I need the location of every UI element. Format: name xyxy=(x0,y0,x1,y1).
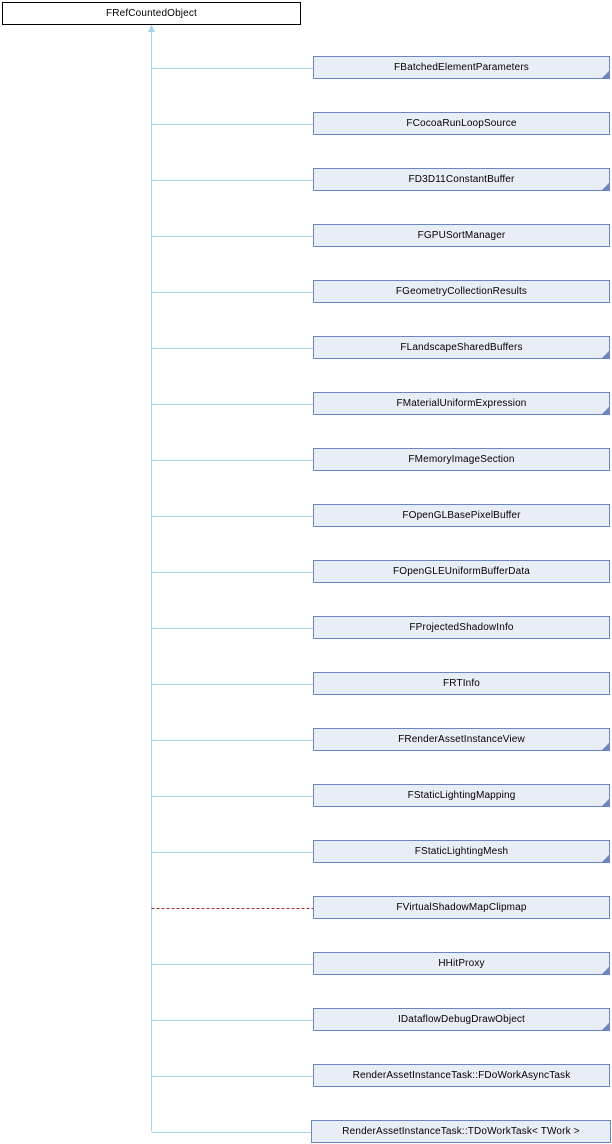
class-node-label: RenderAssetInstanceTask::FDoWorkAsyncTas… xyxy=(352,1070,571,1081)
class-node-label: FCocoaRunLoopSource xyxy=(406,118,517,129)
class-node-label: FProjectedShadowInfo xyxy=(409,622,514,633)
class-node-label: FStaticLightingMapping xyxy=(407,790,516,801)
class-node[interactable]: FMemoryImageSection xyxy=(313,448,610,471)
class-node-label: FRefCountedObject xyxy=(106,8,197,19)
class-node[interactable]: FD3D11ConstantBuffer xyxy=(313,168,610,191)
class-node-label: FLandscapeSharedBuffers xyxy=(400,342,523,353)
class-node[interactable]: FRTInfo xyxy=(313,672,610,695)
class-node-label: FRenderAssetInstanceView xyxy=(398,734,525,745)
class-node-root[interactable]: FRefCountedObject xyxy=(2,2,301,25)
class-node-label: FRTInfo xyxy=(443,678,480,689)
class-node[interactable]: RenderAssetInstanceTask::FDoWorkAsyncTas… xyxy=(313,1064,610,1087)
class-node[interactable]: FMaterialUniformExpression xyxy=(313,392,610,415)
class-node[interactable]: FProjectedShadowInfo xyxy=(313,616,610,639)
class-node[interactable]: FCocoaRunLoopSource xyxy=(313,112,610,135)
class-node[interactable]: FBatchedElementParameters xyxy=(313,56,610,79)
class-node-label: HHitProxy xyxy=(438,958,485,969)
class-node-label: IDataflowDebugDrawObject xyxy=(398,1014,525,1025)
class-node[interactable]: HHitProxy xyxy=(313,952,610,975)
class-node[interactable]: FGeometryCollectionResults xyxy=(313,280,610,303)
class-node[interactable]: FLandscapeSharedBuffers xyxy=(313,336,610,359)
class-node[interactable]: FStaticLightingMapping xyxy=(313,784,610,807)
class-node[interactable]: FOpenGLEUniformBufferData xyxy=(313,560,610,583)
class-node[interactable]: FVirtualShadowMapClipmap xyxy=(313,896,610,919)
class-node[interactable]: IDataflowDebugDrawObject xyxy=(313,1008,610,1031)
class-node-label: FBatchedElementParameters xyxy=(394,62,529,73)
class-node[interactable]: FGPUSortManager xyxy=(313,224,610,247)
class-node-label: FStaticLightingMesh xyxy=(414,846,509,857)
class-node[interactable]: FRenderAssetInstanceView xyxy=(313,728,610,751)
class-node[interactable]: FOpenGLBasePixelBuffer xyxy=(313,504,610,527)
class-node-label: RenderAssetInstanceTask::TDoWorkTask< TW… xyxy=(342,1126,580,1137)
inheritance-arrowhead-icon xyxy=(148,25,155,32)
class-node[interactable]: FStaticLightingMesh xyxy=(313,840,610,863)
class-node-label: FVirtualShadowMapClipmap xyxy=(396,902,527,913)
class-node-label: FOpenGLBasePixelBuffer xyxy=(402,510,521,521)
class-node-label: FGPUSortManager xyxy=(417,230,506,241)
class-node[interactable]: RenderAssetInstanceTask::TDoWorkTask< TW… xyxy=(311,1120,611,1143)
class-node-label: FGeometryCollectionResults xyxy=(395,286,528,297)
class-node-label: FOpenGLEUniformBufferData xyxy=(393,566,530,577)
class-node-label: FMaterialUniformExpression xyxy=(396,398,527,409)
class-node-label: FD3D11ConstantBuffer xyxy=(408,174,515,185)
class-node-label: FMemoryImageSection xyxy=(408,454,515,465)
